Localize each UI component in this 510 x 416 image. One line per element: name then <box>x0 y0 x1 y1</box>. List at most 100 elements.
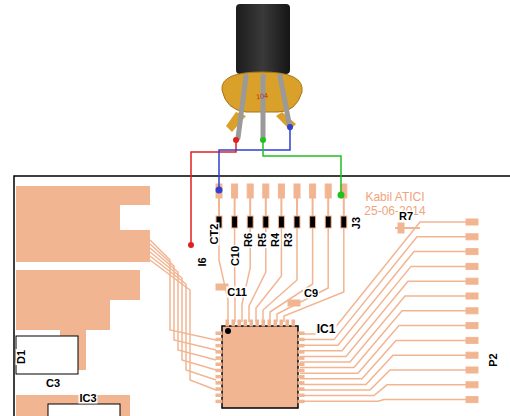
ic-pin <box>216 344 222 347</box>
connector-pad <box>466 352 478 358</box>
trace <box>296 198 298 216</box>
copper-pour <box>16 186 150 262</box>
ic-pin <box>286 320 289 326</box>
connector-pad <box>466 367 478 373</box>
trace <box>312 198 314 216</box>
trace <box>300 385 466 396</box>
diode-outline <box>16 336 78 374</box>
ic-pin <box>216 363 222 366</box>
ic-pin <box>256 320 259 326</box>
ic-pin <box>292 320 295 326</box>
trace <box>150 260 216 390</box>
ic-pin <box>298 375 304 378</box>
trace <box>150 240 216 340</box>
resistor-mark <box>325 216 331 228</box>
connector-pad <box>466 397 478 403</box>
trace <box>300 370 466 390</box>
ic-pin <box>226 320 229 326</box>
header-pad <box>278 184 284 198</box>
ic-pin <box>216 332 222 335</box>
part-label: R4 <box>270 232 281 248</box>
trace <box>300 340 466 378</box>
ic-pin <box>216 369 222 372</box>
part-label: D1 <box>16 349 27 365</box>
part-label: I6 <box>197 256 208 267</box>
ic3-outline <box>48 404 120 416</box>
trace <box>150 248 216 360</box>
part-label: P2 <box>488 352 499 367</box>
transistor-body <box>236 4 290 74</box>
part-label: IC1 <box>316 323 337 335</box>
red-wire <box>191 140 236 245</box>
legs <box>238 76 290 138</box>
header-pad <box>232 184 238 198</box>
ic-pin <box>238 320 241 326</box>
ic-pin <box>298 351 304 354</box>
leg <box>261 76 266 138</box>
ic-pin <box>298 363 304 366</box>
wire-end <box>260 137 266 143</box>
trace <box>234 228 236 322</box>
part-label: R3 <box>283 232 294 248</box>
leg <box>238 76 246 138</box>
cap-pad <box>288 300 300 306</box>
trace <box>327 198 329 216</box>
part-label: IC3 <box>78 393 97 404</box>
part-label: CT2 <box>209 223 220 246</box>
ic-pin <box>298 388 304 391</box>
trace <box>300 400 466 402</box>
board-outline <box>14 176 510 416</box>
part-label: C9 <box>303 288 319 299</box>
trace <box>395 227 420 229</box>
ic-pin <box>216 394 222 397</box>
ic-pin <box>216 382 222 385</box>
connector-pad <box>466 293 478 299</box>
connector-pad <box>466 382 478 388</box>
ic-pin <box>262 320 265 326</box>
ic-pin <box>268 320 271 326</box>
part-label: R6 <box>243 232 254 248</box>
ic-pin <box>298 400 304 403</box>
resistor-mark <box>232 216 238 228</box>
wire-end <box>216 187 223 194</box>
header-pad <box>325 184 331 198</box>
ic-pin <box>298 338 304 341</box>
trace <box>280 198 282 216</box>
connector-pad <box>466 323 478 329</box>
resistor-mark <box>247 216 253 228</box>
trace <box>150 252 216 370</box>
trace <box>300 311 466 368</box>
connector-pad <box>466 219 478 225</box>
connector-pad <box>466 278 478 284</box>
header-pad <box>294 184 300 198</box>
ic-pin <box>216 400 222 403</box>
part-label: C10 <box>230 245 241 267</box>
connector-pad <box>466 337 478 343</box>
ic-pin <box>298 332 304 335</box>
trace <box>300 296 466 362</box>
trace <box>234 198 236 216</box>
blue-wire <box>219 128 290 190</box>
ic-pin <box>298 394 304 397</box>
wire-end <box>188 242 194 248</box>
trace <box>249 198 251 216</box>
connector-pad <box>466 249 478 255</box>
trace <box>150 256 216 380</box>
ic-pin <box>298 382 304 385</box>
trace <box>300 252 466 346</box>
ic-pin <box>298 369 304 372</box>
header-pad <box>310 184 316 198</box>
trace <box>263 228 297 322</box>
trace <box>300 266 466 350</box>
ic-pin <box>280 320 283 326</box>
part-label: R7 <box>398 211 414 222</box>
green-wire <box>263 140 341 195</box>
trace <box>218 198 220 216</box>
part-label: J3 <box>351 216 362 230</box>
trace <box>265 198 267 216</box>
ic-pin <box>216 338 222 341</box>
ic-pin <box>298 344 304 347</box>
ic-pin <box>216 388 222 391</box>
